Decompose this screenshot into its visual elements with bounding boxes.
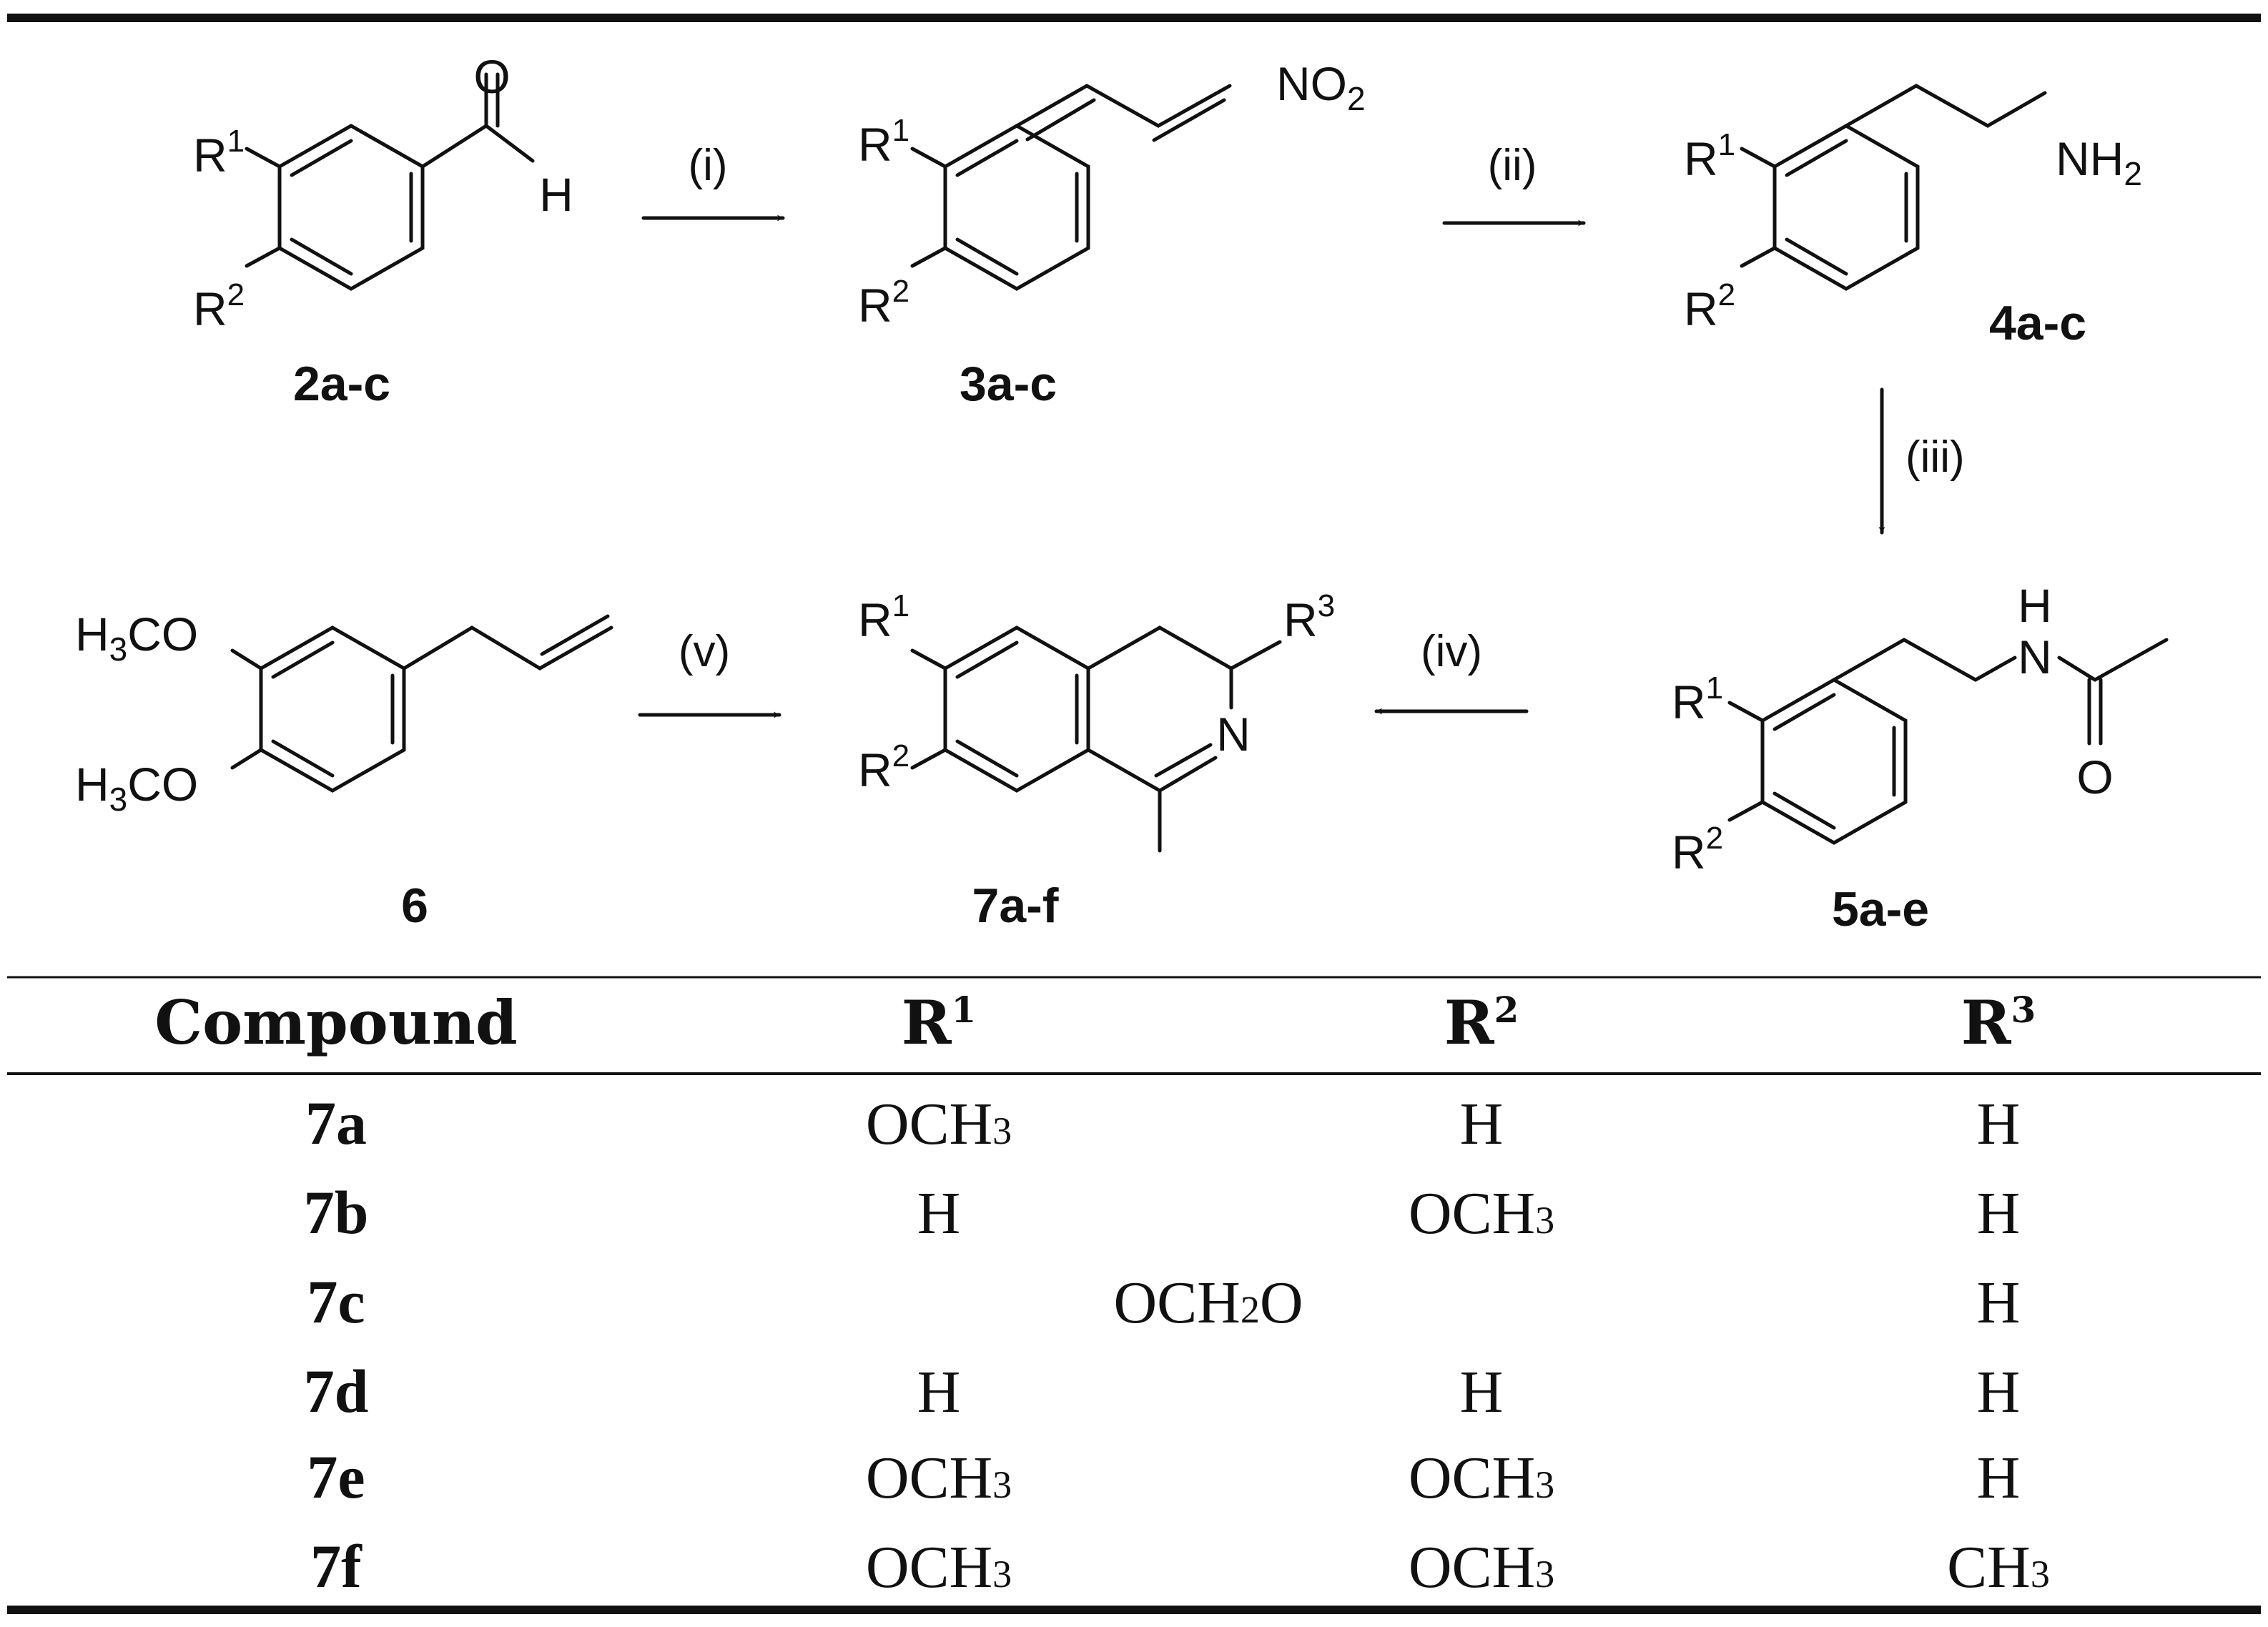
- step-iii: (iii): [1905, 432, 1965, 482]
- header-r1: R1: [902, 987, 977, 1058]
- r2-label: R2: [1684, 277, 1735, 335]
- r1-label: R1: [858, 588, 909, 646]
- row-compound: 7b: [304, 1178, 369, 1247]
- r2-label: R2: [193, 277, 245, 335]
- row-r1-r2-merged: OCH2O: [1113, 1270, 1303, 1336]
- atom-h: H: [539, 168, 573, 221]
- r1-label: R1: [1672, 671, 1723, 728]
- row-compound: 7a: [305, 1089, 367, 1157]
- amine-group: NH2: [2056, 132, 2142, 192]
- row-r3: CH3: [1947, 1534, 2050, 1601]
- row-r3: H: [1977, 1091, 2021, 1157]
- table-row: 7e OCH3 OCH3 H: [307, 1443, 2020, 1511]
- row-r2: OCH3: [1409, 1534, 1554, 1601]
- methoxy-top: H3CO: [75, 608, 198, 668]
- row-compound: 7f: [310, 1532, 363, 1601]
- row-r1: OCH3: [866, 1091, 1012, 1157]
- table-row: 7a OCH3 H H: [305, 1089, 2020, 1157]
- atom-o: O: [2076, 751, 2113, 803]
- r2-label: R2: [858, 738, 909, 796]
- row-r3: H: [1977, 1445, 2021, 1511]
- compound-label-6: 6: [401, 879, 428, 933]
- table-row: 7d H H H: [304, 1357, 2021, 1425]
- row-r1: OCH3: [866, 1534, 1012, 1601]
- table-row: 7b H OCH3 H: [304, 1178, 2021, 1247]
- table-row: 7f OCH3 OCH3 CH3: [310, 1532, 2050, 1601]
- row-r1: H: [917, 1180, 961, 1247]
- row-r2: H: [1460, 1091, 1504, 1157]
- row-r2: H: [1460, 1359, 1504, 1425]
- row-r1: OCH3: [866, 1445, 1012, 1511]
- row-r3: H: [1977, 1359, 2021, 1425]
- row-r3: H: [1977, 1180, 2021, 1247]
- structure-5: H N O R1 R2 5a-e: [1672, 579, 2169, 936]
- compound-label-3: 3a-c: [960, 357, 1057, 411]
- header-r3: R3: [1961, 987, 2036, 1058]
- row-r3: H: [1977, 1270, 2021, 1336]
- header-compound: Compound: [154, 987, 517, 1058]
- step-iv: (iv): [1421, 627, 1482, 676]
- atom-n: N: [2018, 630, 2052, 683]
- nitro-group: NO2: [1276, 57, 1366, 117]
- r1-label: R1: [1684, 127, 1735, 185]
- r1-label: R1: [858, 113, 909, 171]
- atom-o: O: [473, 50, 510, 103]
- row-compound: 7c: [307, 1267, 365, 1336]
- atom-n: N: [1216, 708, 1251, 761]
- structure-3: NO2 R1 R2 3a-c: [858, 57, 1366, 411]
- r2-label: R2: [858, 274, 909, 332]
- compound-label-5: 5a-e: [1832, 882, 1929, 936]
- row-r2: OCH3: [1409, 1445, 1554, 1511]
- table-row: 7c OCH2O H: [307, 1267, 2020, 1336]
- structure-7: N R3 R1 R2 7a-f: [858, 588, 1335, 933]
- compound-label-2: 2a-c: [293, 357, 390, 411]
- structure-4: NH2 R1 R2 4a-c: [1684, 84, 2142, 350]
- row-r2: OCH3: [1409, 1180, 1554, 1247]
- structure-2: O H R1 R2 2a-c: [193, 50, 573, 411]
- header-r2: R2: [1444, 987, 1519, 1058]
- r3-label: R3: [1283, 588, 1335, 646]
- compound-label-7: 7a-f: [972, 879, 1059, 933]
- row-r1: H: [917, 1359, 961, 1425]
- row-compound: 7e: [307, 1443, 365, 1511]
- step-i: (i): [688, 141, 727, 190]
- structure-6: H3CO H3CO 6: [75, 608, 613, 933]
- atom-h: H: [2018, 579, 2052, 632]
- row-compound: 7d: [304, 1357, 369, 1425]
- methoxy-bottom: H3CO: [75, 758, 198, 818]
- step-v: (v): [679, 627, 730, 676]
- substituent-table: Compound R1 R2 R3 7a OCH3 H H 7b H OCH3 …: [154, 987, 2050, 1601]
- step-ii: (ii): [1488, 141, 1537, 190]
- r2-label: R2: [1672, 821, 1723, 879]
- r1-label: R1: [193, 124, 245, 182]
- compound-label-4: 4a-c: [1989, 296, 2086, 350]
